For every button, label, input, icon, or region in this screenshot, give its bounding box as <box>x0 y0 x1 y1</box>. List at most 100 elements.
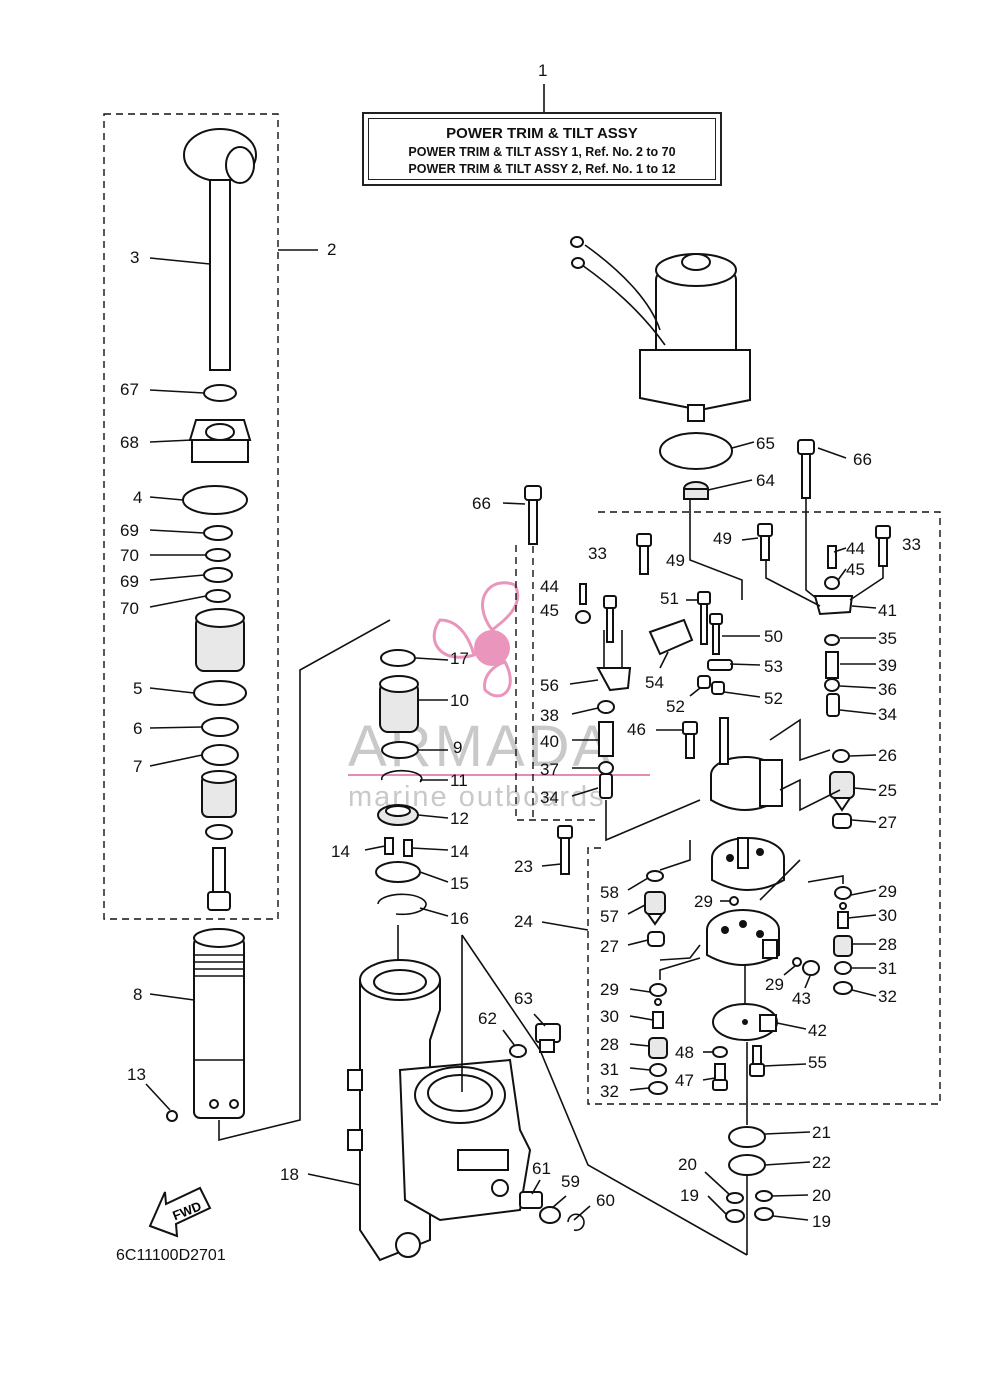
callout-29-right: 29 <box>878 882 897 901</box>
part-45-ball-right <box>824 576 840 590</box>
callout-62: 62 <box>478 1009 497 1028</box>
callout-65: 65 <box>756 434 775 453</box>
callout-44-right: 44 <box>846 539 865 558</box>
part-45-ball <box>575 610 591 624</box>
callout-53: 53 <box>764 657 783 676</box>
callout-13: 13 <box>127 1065 146 1084</box>
part-5-oring <box>193 680 247 706</box>
callout-32-left: 32 <box>600 1082 619 1101</box>
callout-52b: 52 <box>764 689 783 708</box>
part-4-oring <box>182 485 248 515</box>
callout-7: 7 <box>133 757 142 776</box>
valve-body-upper <box>710 717 783 811</box>
callout-23: 23 <box>514 857 533 876</box>
callout-57: 57 <box>600 907 619 926</box>
part-55-bolt <box>749 1045 765 1077</box>
part-51-bolt <box>697 591 711 645</box>
part-39-spring <box>825 651 839 679</box>
callout-63: 63 <box>514 989 533 1008</box>
callout-52a: 52 <box>666 697 685 716</box>
part-38-washer <box>597 700 615 714</box>
part-29-ring-left <box>649 983 667 997</box>
part-69-washer-b <box>203 567 233 583</box>
callout-2: 2 <box>327 240 336 259</box>
part-27-cap <box>832 813 852 829</box>
callout-4: 4 <box>133 488 142 507</box>
callout-54: 54 <box>645 673 664 692</box>
part-16-circlip <box>377 893 427 916</box>
part-64-plug <box>683 481 709 500</box>
part-27-cap-mid <box>647 931 665 947</box>
part-10-valve <box>379 675 419 733</box>
part-44-spring <box>579 583 587 605</box>
part-66-bolt-left <box>524 485 542 545</box>
part-33-bolt <box>603 595 617 643</box>
part-68-nut <box>188 419 252 463</box>
diagram-code: 6C11100D2701 <box>116 1247 226 1264</box>
callout-50: 50 <box>764 627 783 646</box>
part-32-ring-left <box>648 1081 668 1095</box>
callout-68: 68 <box>120 433 139 452</box>
callout-17: 17 <box>450 649 469 668</box>
part-washer-small <box>205 824 233 840</box>
callout-45-right: 45 <box>846 560 865 579</box>
callout-41: 41 <box>878 601 897 620</box>
callout-70: 70 <box>120 546 139 565</box>
part-52-cap-b <box>711 681 725 695</box>
part-14-springs <box>384 837 413 857</box>
part-9-ring <box>381 741 419 759</box>
callout-30-right: 30 <box>878 906 897 925</box>
callout-49-right: 49 <box>713 529 732 548</box>
callout-36: 36 <box>878 680 897 699</box>
part-67-washer <box>203 384 237 402</box>
callout-29-mid: 29 <box>765 975 784 994</box>
part-44-spring-right <box>827 545 837 569</box>
part-49-bolt <box>636 533 652 575</box>
part-19-seal-right <box>754 1207 774 1221</box>
part-31-washer-left <box>649 1063 667 1077</box>
callout-26: 26 <box>878 746 897 765</box>
part-70-ring <box>205 548 231 562</box>
part-63-plug <box>535 1023 561 1053</box>
part-48-washer <box>712 1046 728 1058</box>
part-30-spring-left <box>652 1011 664 1029</box>
part-53-pin <box>707 659 733 671</box>
part-56-bracket <box>596 630 632 692</box>
part-70-ring-b <box>205 589 231 603</box>
callout-27-right: 27 <box>878 813 897 832</box>
part-23-bolt <box>557 825 573 875</box>
callout-25: 25 <box>878 781 897 800</box>
callout-69b: 69 <box>120 572 139 591</box>
callout-19-left: 19 <box>680 1186 699 1205</box>
callout-69: 69 <box>120 521 139 540</box>
callout-19-right: 19 <box>812 1212 831 1231</box>
part-60-clip <box>567 1213 585 1232</box>
part-28-valve-left <box>648 1037 668 1059</box>
callout-28-left: 28 <box>600 1035 619 1054</box>
part-61-fitting <box>519 1191 543 1209</box>
part-22-seal <box>728 1154 766 1176</box>
callout-45: 45 <box>540 601 559 620</box>
part-3-tube <box>183 128 257 371</box>
callout-3: 3 <box>130 248 139 267</box>
part-34-pin <box>599 773 613 799</box>
part-7-ring <box>201 744 239 766</box>
part-13-ball <box>166 1110 178 1122</box>
part-32-ring-right <box>833 981 853 995</box>
motor-assembly <box>570 236 751 422</box>
part-47-bolt <box>712 1063 728 1091</box>
callout-31-right: 31 <box>878 959 897 978</box>
callout-29-upper: 29 <box>694 892 713 911</box>
callout-5: 5 <box>133 679 142 698</box>
callout-58: 58 <box>600 883 619 902</box>
callout-30-left: 30 <box>600 1007 619 1026</box>
part-29-ball-left <box>654 998 662 1006</box>
part-12-seat <box>377 804 419 826</box>
callout-61: 61 <box>532 1159 551 1178</box>
callout-60: 60 <box>596 1191 615 1210</box>
callout-43: 43 <box>792 989 811 1008</box>
part-30-spring-right <box>837 911 849 929</box>
part-50-bolt <box>709 613 723 655</box>
callout-38: 38 <box>540 706 559 725</box>
part-8-cylinder <box>193 928 245 1119</box>
